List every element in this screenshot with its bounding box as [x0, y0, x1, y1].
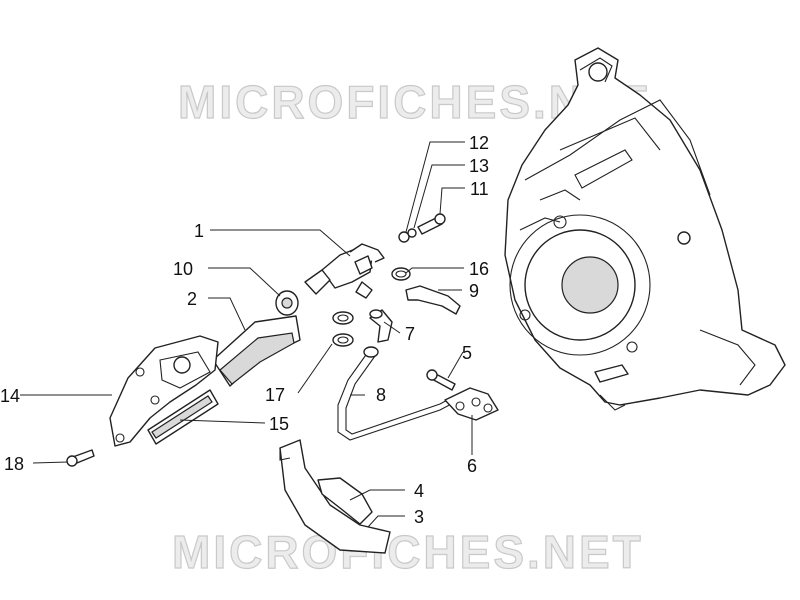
part-8-pipe	[337, 346, 456, 441]
callout-2: 2	[187, 289, 197, 309]
callout-13: 13	[469, 156, 489, 176]
callout-17: 17	[265, 385, 285, 405]
part-11-screw	[417, 213, 446, 235]
part-14-bracket	[109, 335, 219, 447]
part-4-pad	[317, 477, 373, 525]
part-17-clamps	[332, 311, 354, 347]
callout-18: 18	[4, 454, 24, 474]
part-10-bushing	[275, 290, 299, 316]
part-5-screw	[426, 369, 456, 391]
callout-6: 6	[467, 456, 477, 476]
part-3-guard	[279, 439, 391, 554]
callout-9: 9	[469, 281, 479, 301]
part-18-screw	[66, 449, 95, 467]
callout-10: 10	[173, 259, 193, 279]
callout-11: 11	[470, 179, 489, 199]
part-15-pad	[147, 389, 219, 445]
part-2-pad	[212, 315, 301, 387]
callout-14: 14	[0, 386, 20, 406]
part-6-flange	[444, 387, 499, 421]
callout-3: 3	[414, 507, 424, 527]
watermark-bottom: MICROFICHES.NET	[172, 526, 644, 578]
part-16-clamp	[391, 267, 411, 281]
part-9-hose	[405, 285, 461, 315]
part-1-tap	[304, 243, 385, 299]
engine-casing	[504, 47, 786, 411]
callout-12: 12	[469, 133, 489, 153]
callout-4: 4	[414, 481, 424, 501]
part-12-13-washers	[398, 228, 417, 243]
callout-1: 1	[194, 221, 204, 241]
callout-8: 8	[376, 385, 386, 405]
callout-16: 16	[469, 259, 489, 279]
callout-7: 7	[405, 324, 415, 344]
callout-15: 15	[269, 414, 289, 434]
callout-labels: 1 2 3 4 5 6 7 8 9 10 11 12 13 14 15 16 1…	[0, 133, 489, 527]
part-7-hose	[369, 309, 393, 343]
callout-5: 5	[462, 343, 472, 363]
leader-lines	[20, 141, 473, 528]
